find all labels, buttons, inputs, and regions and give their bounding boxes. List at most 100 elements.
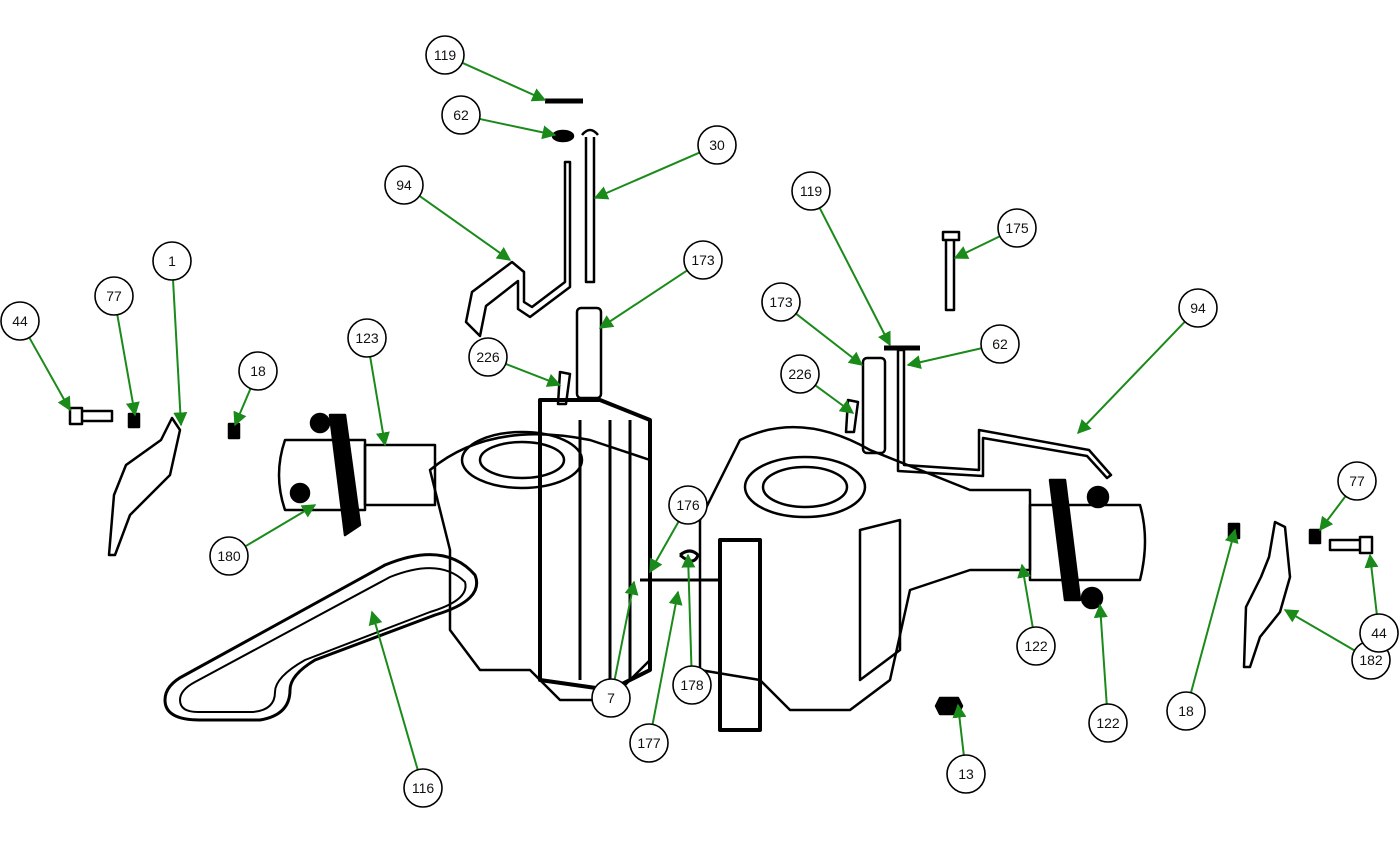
callout-label: 1 [168, 253, 176, 269]
leader-arrow [233, 388, 252, 427]
callout-circle [683, 240, 723, 280]
leader-arrow [479, 117, 557, 140]
nut-18-left [227, 422, 241, 440]
callout-label: 178 [680, 677, 704, 693]
callout-circle [468, 337, 508, 377]
leader-arrow [1189, 528, 1239, 693]
callout-173: 173 [598, 240, 723, 329]
spacer-tube-173-right [861, 356, 887, 455]
callout-label: 226 [788, 366, 812, 382]
leader-arrow [651, 590, 683, 725]
leader-arrow [598, 269, 688, 329]
callout-175: 175 [953, 208, 1037, 259]
brake-arm-1 [107, 416, 182, 557]
callout-circle [152, 241, 192, 281]
callout-circle [591, 678, 631, 718]
callout-173: 173 [761, 282, 864, 366]
leader-arrow [818, 207, 891, 347]
leader-arrow [116, 314, 140, 417]
callout-label: 94 [1190, 300, 1206, 316]
leader-arrow [28, 337, 71, 412]
bolt-44-left [68, 406, 114, 426]
callout-94: 94 [384, 165, 512, 261]
callout-label: 44 [12, 313, 28, 329]
leader-arrow [593, 151, 700, 200]
callout-label: 77 [1349, 473, 1365, 489]
callout-label: 122 [1096, 715, 1120, 731]
nut-77-left [127, 412, 141, 429]
leader-arrow [1093, 603, 1108, 705]
callout-7: 7 [591, 580, 639, 718]
callout-label: 116 [412, 780, 435, 796]
callout-62: 62 [906, 324, 1020, 370]
callout-62: 62 [441, 95, 557, 140]
leader-arrow [814, 384, 855, 414]
callout-label: 175 [1005, 220, 1029, 236]
callout-label: 18 [1178, 703, 1194, 719]
brake-arm-182 [1242, 520, 1292, 669]
leader-arrow [906, 347, 982, 370]
callout-label: 177 [637, 735, 661, 751]
leader-arrow [418, 195, 512, 261]
callout-circle [697, 125, 737, 165]
callout-77: 77 [1319, 461, 1377, 532]
callout-label: 122 [1024, 638, 1048, 654]
callout-180: 180 [209, 504, 317, 576]
callout-226: 226 [780, 354, 855, 414]
callout-18: 18 [233, 351, 278, 427]
leader-arrow [795, 312, 864, 366]
callout-circle [761, 282, 801, 322]
callout-circle [1016, 626, 1056, 666]
callout-label: 182 [1359, 652, 1383, 668]
callout-circle [403, 768, 443, 808]
callout-119: 119 [425, 35, 547, 102]
callout-circle [672, 665, 712, 705]
callout-44: 44 [1359, 553, 1399, 653]
callout-label: 77 [106, 288, 122, 304]
fitting-226-right [844, 398, 860, 434]
leader-arrow [244, 504, 317, 548]
leader-arrow [1077, 321, 1186, 435]
callout-18: 18 [1166, 528, 1239, 731]
pin-175 [941, 230, 961, 312]
callout-123: 123 [347, 318, 390, 447]
fitting-226-left [556, 370, 572, 406]
callout-226: 226 [468, 337, 562, 387]
callout-circle [780, 354, 820, 394]
callout-circle [791, 171, 831, 211]
callout-circle [997, 208, 1037, 248]
callout-label: 226 [476, 349, 500, 365]
leader-arrow [953, 235, 1001, 259]
leader-arrow [613, 580, 639, 680]
callout-circle [1088, 703, 1128, 743]
callout-circle [238, 351, 278, 391]
callout-circle [946, 754, 986, 794]
callout-77: 77 [94, 276, 140, 417]
callout-116: 116 [368, 610, 443, 808]
callout-30: 30 [593, 125, 737, 200]
callout-circle [1166, 691, 1206, 731]
callout-circle [1337, 461, 1377, 501]
callout-122: 122 [1088, 603, 1128, 743]
callout-circle [347, 318, 387, 358]
callout-circle [441, 95, 481, 135]
callout-176: 176 [649, 485, 708, 574]
leader-arrow [461, 61, 547, 102]
leader-arrow [368, 610, 419, 771]
callout-label: 123 [355, 330, 379, 346]
callout-label: 44 [1371, 625, 1387, 641]
bolt-44-right [1328, 535, 1374, 555]
callout-circle [1359, 613, 1399, 653]
callout-label: 7 [607, 690, 615, 706]
callout-circle [1178, 288, 1218, 328]
callout-circle [384, 165, 424, 205]
leader-arrow [172, 279, 188, 427]
callout-label: 18 [250, 363, 266, 379]
drive-belt-116 [163, 553, 478, 722]
leader-arrow [952, 703, 967, 756]
callout-circle [209, 536, 249, 576]
callout-label: 94 [396, 177, 412, 193]
callout-178: 178 [672, 553, 712, 705]
leader-arrow [1364, 553, 1379, 615]
